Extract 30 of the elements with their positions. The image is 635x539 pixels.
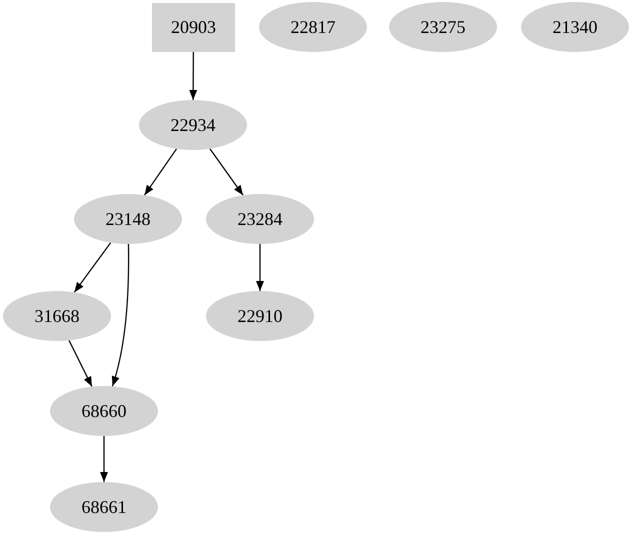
node-label: 68660 — [82, 400, 126, 422]
ellipse-node — [3, 291, 111, 341]
ellipse-node — [50, 386, 158, 436]
arrow — [74, 242, 112, 293]
ellipse-node — [74, 194, 182, 244]
node-label: 21340 — [552, 16, 598, 38]
ellipse-node — [259, 2, 367, 52]
node-label: 23148 — [106, 208, 150, 230]
arrow — [209, 148, 244, 196]
node-label: 23284 — [238, 208, 282, 230]
node-label: 22910 — [238, 306, 282, 326]
node-label: 22934 — [170, 114, 216, 136]
node-label: 31668 — [34, 306, 80, 326]
arrow — [112, 244, 130, 386]
ellipse-node — [206, 194, 314, 244]
ellipse-node — [139, 100, 247, 150]
node-label: 22817 — [290, 16, 336, 38]
ellipse-node — [50, 482, 158, 532]
box-node — [152, 3, 235, 52]
arrow — [144, 148, 178, 196]
ellipse-node — [389, 2, 497, 52]
ellipse-node — [521, 2, 629, 52]
arrow — [189, 52, 198, 100]
node-label: 23275 — [420, 16, 466, 38]
node-label: 20903 — [171, 17, 216, 38]
arrow — [100, 436, 108, 482]
node-label: 68661 — [82, 496, 126, 518]
arrow — [68, 340, 92, 387]
ellipse-node — [206, 291, 314, 341]
arrow — [256, 244, 264, 291]
